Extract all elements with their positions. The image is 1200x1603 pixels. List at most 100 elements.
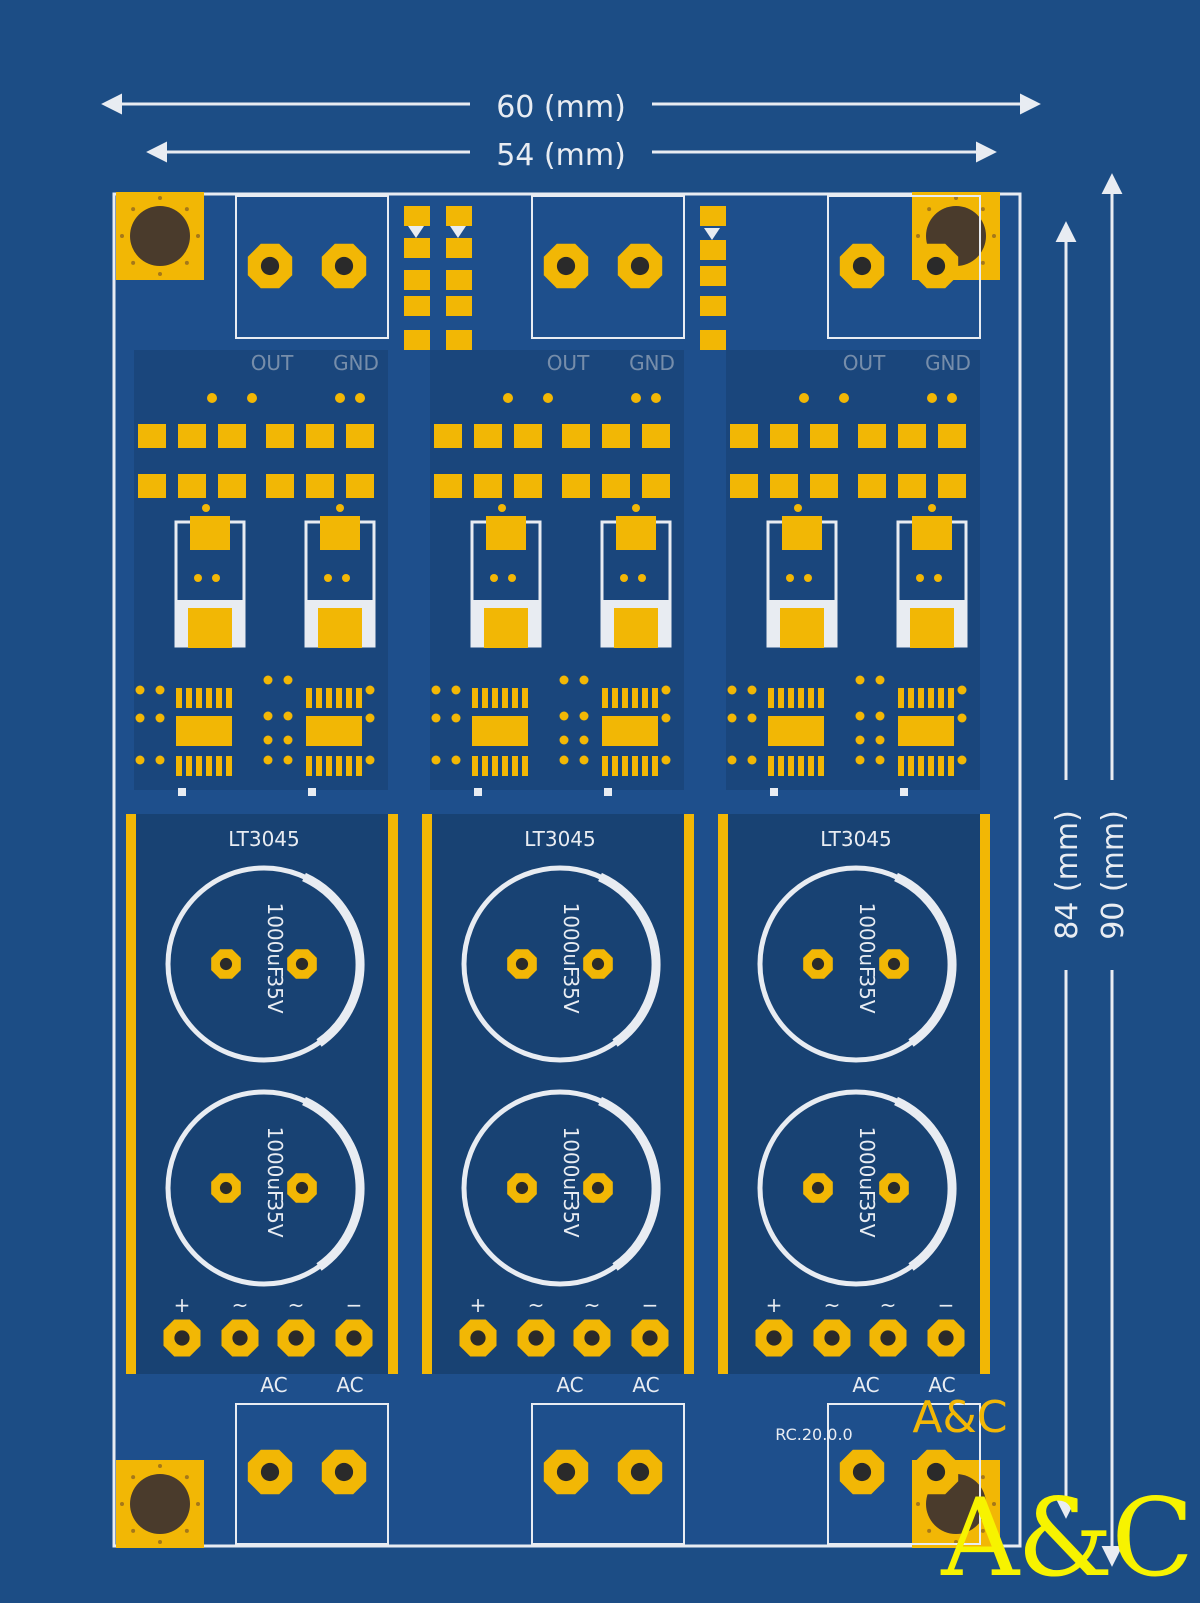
rectifier-sign: + [766, 1293, 783, 1317]
pin1-marker [900, 788, 908, 796]
mounting-hole-drill [130, 1474, 190, 1534]
ic-pin [622, 756, 628, 776]
small-pad [365, 685, 375, 695]
pad-drill [260, 1462, 280, 1482]
input-pad-ac [543, 1449, 589, 1495]
pad-drill [880, 1330, 896, 1346]
dim-height-outer-label: 90 (mm) [1096, 810, 1131, 940]
ic-pin [196, 756, 202, 776]
small-pad [661, 685, 671, 695]
dim-width-outer-label: 60 (mm) [496, 90, 626, 125]
ic-pin [502, 688, 508, 708]
small-pad [855, 675, 865, 685]
ic-pin [186, 756, 192, 776]
ic-pin [602, 756, 608, 776]
small-pad [431, 685, 441, 695]
small-pad [661, 713, 671, 723]
input-terminal-outline [235, 1403, 389, 1545]
small-pad [631, 393, 641, 403]
pad-drill [887, 1181, 901, 1195]
regulator-pad [188, 608, 232, 648]
copper-rail-left [126, 814, 136, 1374]
pad-drill [766, 1330, 782, 1346]
ic-pin [898, 756, 904, 776]
via-dot [196, 1502, 200, 1506]
ic-pin [206, 688, 212, 708]
pad-drill [591, 1181, 605, 1195]
smd-pad [642, 424, 670, 448]
small-pad [559, 735, 569, 745]
small-pad [283, 735, 293, 745]
regulator-tab-pad [190, 516, 230, 550]
rectifier-sign: ~ [880, 1293, 897, 1317]
input-terminal-outline [531, 1403, 685, 1545]
led-pad [446, 296, 472, 316]
mounting-hole-drill [130, 206, 190, 266]
via-dot [980, 1528, 985, 1533]
small-pad [747, 685, 757, 695]
ic-pin [778, 756, 784, 776]
via-dot [158, 1464, 162, 1468]
via-dot [980, 260, 985, 265]
capacitor-voltage: 35V [559, 1198, 583, 1237]
led-pad [404, 296, 430, 316]
smd-pad [346, 474, 374, 498]
regulator-label: LT3045 [228, 827, 300, 851]
via-dot [196, 234, 200, 238]
output-pad-gnd [617, 243, 663, 289]
regulator-tab-pad [320, 516, 360, 550]
small-pad [135, 755, 145, 765]
ic-pin [522, 688, 528, 708]
ic-pin [336, 688, 342, 708]
ic-pin [928, 688, 934, 708]
led-pad [446, 238, 472, 258]
ic-pin [788, 756, 794, 776]
via-pad [804, 574, 812, 582]
small-pad [661, 755, 671, 765]
small-pad [747, 713, 757, 723]
rectifier-pad [517, 1319, 555, 1357]
via-dot [131, 207, 136, 212]
via-dot [927, 1528, 932, 1533]
led-pad [446, 270, 472, 290]
rectifier-pad [573, 1319, 611, 1357]
pad-drill [556, 256, 576, 276]
ic-pin [808, 756, 814, 776]
regulator-tab-pad [616, 516, 656, 550]
ic-pin [788, 688, 794, 708]
via-pad [620, 574, 628, 582]
via-dot [184, 207, 189, 212]
ic-pin [502, 756, 508, 776]
smd-pad [266, 474, 294, 498]
ic-pin [652, 688, 658, 708]
pad-drill [811, 957, 825, 971]
rectifier-pad [335, 1319, 373, 1357]
via-dot [927, 207, 932, 212]
via-dot [992, 1502, 996, 1506]
pad-drill [219, 957, 233, 971]
ic-pin [918, 756, 924, 776]
small-pad [957, 755, 967, 765]
rectifier-pad [631, 1319, 669, 1357]
regulator-tab-pad [782, 516, 822, 550]
small-pad [579, 675, 589, 685]
input-pad-ac [913, 1449, 959, 1495]
capacitor-polarity-band [894, 872, 957, 1047]
regulator-pad [614, 608, 658, 648]
capacitor-polarity-band [598, 1096, 661, 1271]
diode-symbol [450, 226, 466, 238]
pad-drill [470, 1330, 486, 1346]
capacitor-pad [507, 1173, 537, 1203]
small-pad [365, 755, 375, 765]
led-pad [446, 206, 472, 226]
ic-pin [612, 756, 618, 776]
input-pad-ac [321, 1449, 367, 1495]
smd-pad [514, 424, 542, 448]
via-pad [324, 574, 332, 582]
mounting-hole [116, 192, 204, 280]
via-dot [184, 1475, 189, 1480]
